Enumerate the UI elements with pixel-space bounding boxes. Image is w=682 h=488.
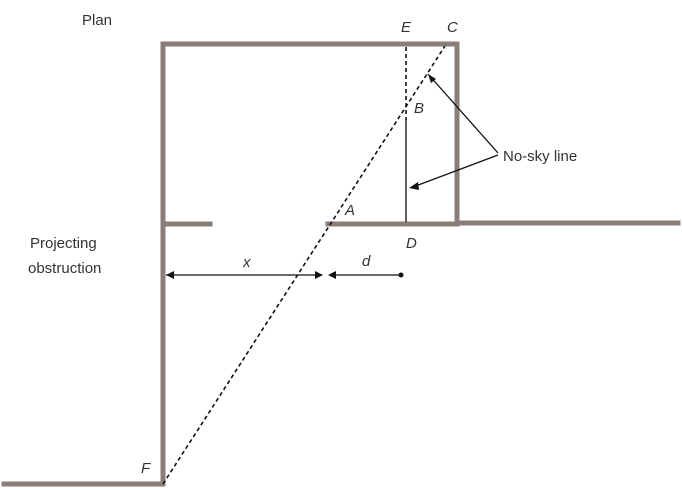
point-label-F: F <box>141 460 151 477</box>
plan-title: Plan <box>82 12 112 29</box>
pointer-arrowhead-upper <box>428 74 436 83</box>
point-label-E: E <box>401 19 412 36</box>
projecting-obstruction-label-line2: obstruction <box>28 260 101 277</box>
projecting-obstruction-label-line1: Projecting <box>30 235 97 252</box>
no-sky-pointer-upper <box>427 73 499 154</box>
no-sky-pointer-lower <box>412 154 499 188</box>
point-label-C: C <box>447 19 458 36</box>
pointer-arrowhead-lower <box>409 182 419 190</box>
sight-line-FC <box>162 45 446 485</box>
dimension-label-d: d <box>362 253 371 270</box>
dimension-label-x: x <box>242 254 251 271</box>
arrowhead-x-right <box>315 271 323 279</box>
point-label-A: A <box>344 202 355 219</box>
room-wall <box>160 41 460 228</box>
no-sky-line-label: No-sky line <box>503 148 577 165</box>
dimension-end-d <box>398 272 404 278</box>
arrowhead-d-left <box>328 271 336 279</box>
point-label-B: B <box>414 100 424 117</box>
point-label-D: D <box>406 235 417 252</box>
arrowhead-x-left <box>166 271 174 279</box>
